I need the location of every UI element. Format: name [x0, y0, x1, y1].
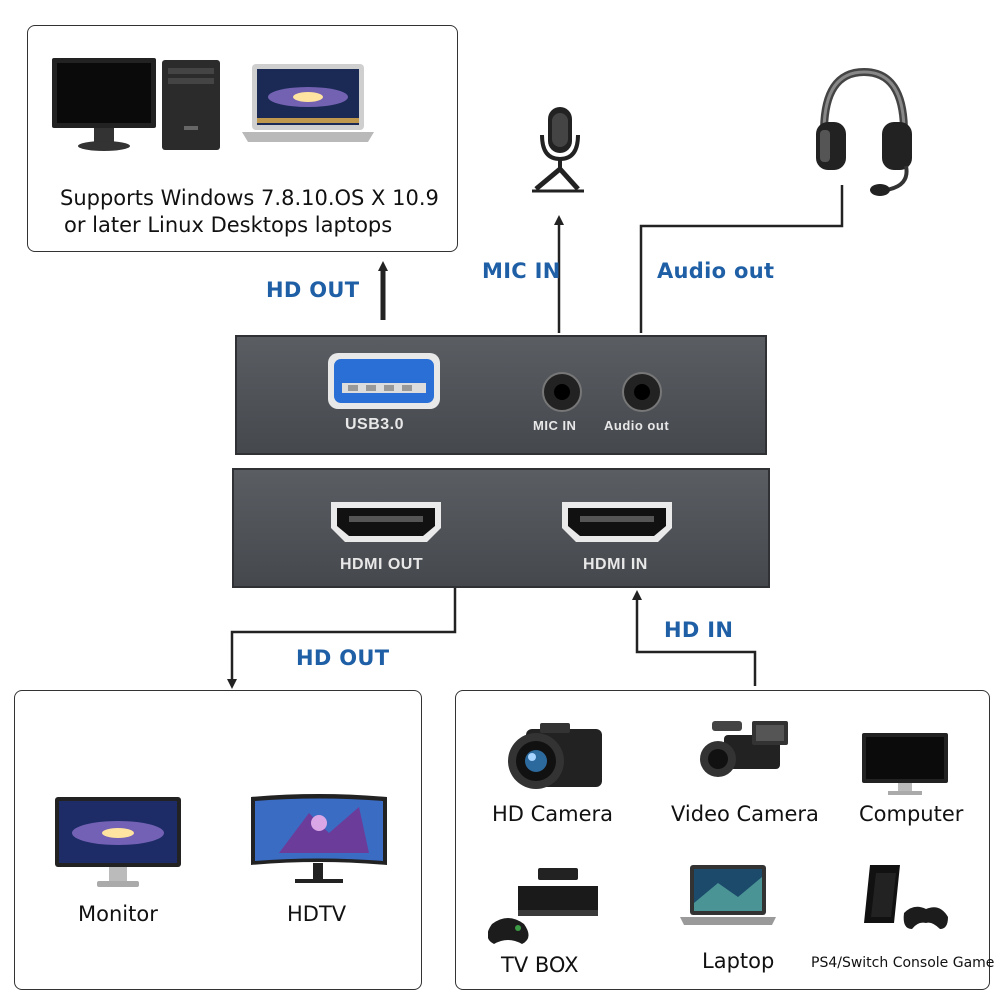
computer-icon: [862, 733, 948, 795]
support-text-line1: Supports Windows 7.8.10.OS X 10.9: [60, 186, 439, 210]
laptop-source-icon: [680, 865, 776, 925]
hdmi-out-port-icon: [331, 502, 441, 542]
hdtv-icon: [251, 794, 387, 883]
hdmi-in-port-icon: [562, 502, 672, 542]
hdmi-in-label: HDMI IN: [583, 556, 648, 573]
hd-camera-icon: [508, 723, 602, 789]
hd-in-label: HD IN: [664, 618, 734, 642]
audio-out-line: [639, 185, 844, 333]
hdtv-label: HDTV: [287, 902, 347, 926]
hd-out-top-label: HD OUT: [266, 278, 360, 302]
video-camera-icon: [700, 721, 788, 777]
microphone-icon: [532, 107, 584, 193]
hd-out-bottom-label: HD OUT: [296, 646, 390, 670]
computer-support-box: Supports Windows 7.8.10.OS X 10.9 or lat…: [27, 25, 458, 252]
hd-in-line: [632, 590, 757, 686]
monitor-icon: [55, 797, 181, 887]
laptop-icon: [242, 64, 374, 142]
hd-camera-label: HD Camera: [492, 802, 614, 826]
monitor-label: Monitor: [78, 902, 158, 926]
laptop-label: Laptop: [702, 949, 775, 973]
hd-out-bottom-line: [227, 588, 457, 689]
computer-label: Computer: [859, 802, 964, 826]
capture-device-bottom-panel: HDMI OUT HDMI IN: [232, 468, 770, 588]
usb3-port-icon: [328, 353, 440, 409]
support-text-line2: or later Linux Desktops laptops: [64, 213, 393, 237]
hdmi-out-label: HDMI OUT: [340, 556, 424, 573]
ps4-switch-label: PS4/Switch Console Game: [811, 955, 995, 971]
mic-jack-label: MIC IN: [533, 418, 577, 433]
capture-device-top-panel: USB3.0 MIC IN Audio out: [235, 335, 767, 455]
output-devices-box: Monitor HDTV: [14, 690, 422, 990]
mic-jack-icon: [542, 372, 582, 412]
mic-in-label: MIC IN: [482, 259, 561, 283]
usb3-label: USB3.0: [345, 416, 405, 433]
video-camera-label: Video Camera: [671, 802, 819, 826]
desktop-pc-icon: [52, 58, 220, 151]
tv-box-label: TV BOX: [501, 953, 579, 977]
ps4-console-icon: [864, 865, 948, 929]
audio-jack-label: Audio out: [604, 418, 670, 433]
input-devices-box: HD Camera Video Camera Computer TV BOX L…: [455, 690, 994, 990]
headset-icon: [816, 67, 912, 196]
audio-out-label: Audio out: [657, 259, 775, 283]
audio-jack-icon: [622, 372, 662, 412]
tv-box-icon: [488, 868, 598, 944]
